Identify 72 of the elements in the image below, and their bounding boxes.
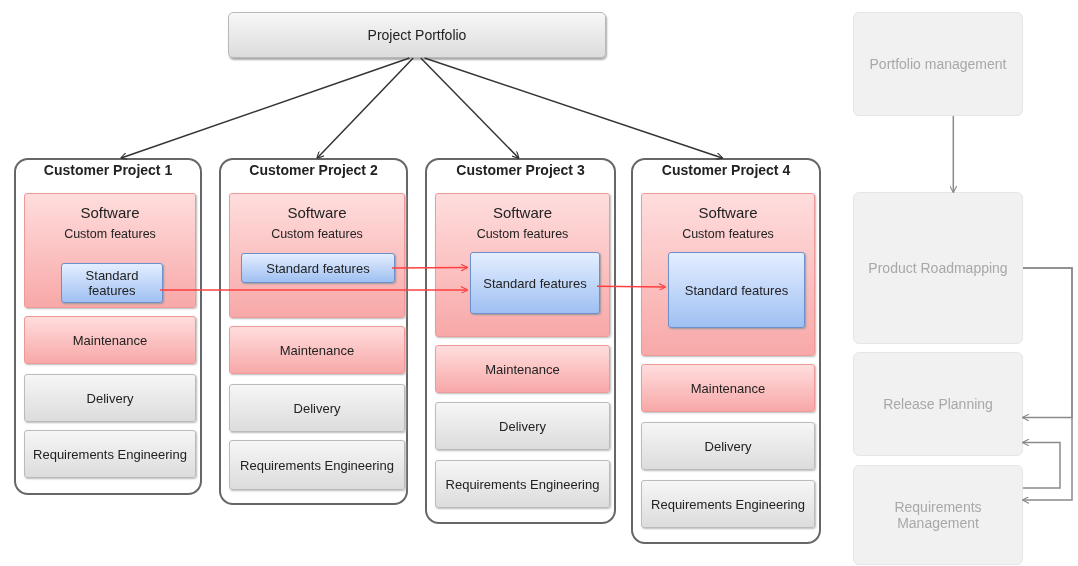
box-heading: Software bbox=[286, 204, 348, 221]
box-label: Portfolio management bbox=[868, 56, 1008, 72]
process-box bbox=[24, 430, 196, 478]
feature-box bbox=[668, 252, 805, 328]
maintenance-box bbox=[641, 364, 815, 412]
arrow bbox=[391, 263, 469, 272]
box-label: Standard features bbox=[265, 260, 371, 276]
arrow bbox=[596, 282, 667, 291]
box-label: Requirements Engineering bbox=[650, 496, 806, 512]
box-label: Standard features bbox=[683, 282, 790, 298]
arrow bbox=[423, 57, 724, 160]
box-label: Maintenance bbox=[689, 380, 767, 396]
box-label: Requirements Engineering bbox=[32, 446, 188, 462]
maintenance-box bbox=[435, 345, 610, 393]
project-heading: Customer Project 4 bbox=[660, 162, 792, 178]
box-label: Release Planning bbox=[882, 396, 994, 412]
box-label: Standard features bbox=[482, 275, 588, 291]
box-heading: Software bbox=[697, 204, 759, 221]
feature-box bbox=[61, 263, 163, 303]
feature-box bbox=[241, 253, 395, 283]
arrow bbox=[119, 57, 411, 160]
project-heading: Customer Project 2 bbox=[248, 162, 379, 178]
box-label: Requirements Management bbox=[893, 499, 983, 531]
process-box bbox=[641, 480, 815, 528]
process-box bbox=[435, 460, 610, 508]
process-box bbox=[853, 192, 1023, 344]
box-subheading: Custom features bbox=[63, 227, 157, 241]
box-subheading: Custom features bbox=[681, 227, 775, 241]
arrow bbox=[1021, 267, 1073, 505]
software-box bbox=[24, 193, 196, 308]
box-subheading: Custom features bbox=[475, 227, 570, 241]
box-label: Delivery bbox=[703, 438, 753, 454]
project-container bbox=[425, 158, 616, 524]
process-box bbox=[853, 12, 1023, 116]
box-subheading: Custom features bbox=[270, 227, 364, 241]
project-heading: Customer Project 3 bbox=[455, 162, 586, 178]
box-heading: Software bbox=[79, 204, 141, 221]
arrow bbox=[159, 285, 469, 294]
arrow bbox=[1021, 438, 1061, 489]
arrow bbox=[316, 57, 414, 160]
box-label: Standard features bbox=[84, 268, 140, 298]
portfolio-box bbox=[228, 12, 606, 58]
box-label: Requirements Engineering bbox=[444, 476, 601, 492]
box-label: Maintenance bbox=[278, 342, 356, 358]
project-container bbox=[631, 158, 821, 544]
process-box bbox=[24, 374, 196, 422]
arrow bbox=[420, 57, 520, 160]
process-box bbox=[641, 422, 815, 470]
software-box bbox=[229, 193, 405, 318]
project-container bbox=[14, 158, 202, 495]
process-box bbox=[229, 440, 405, 490]
box-heading: Software bbox=[491, 204, 554, 221]
arrow bbox=[949, 115, 958, 194]
feature-box bbox=[470, 252, 600, 314]
project-container bbox=[219, 158, 408, 505]
box-label: Product Roadmapping bbox=[867, 260, 1009, 276]
box-label: Maintenance bbox=[71, 332, 149, 348]
box-label: Delivery bbox=[498, 418, 547, 434]
process-box bbox=[853, 352, 1023, 456]
box-label: Maintenance bbox=[484, 361, 561, 377]
maintenance-box bbox=[24, 316, 196, 364]
project-heading: Customer Project 1 bbox=[42, 162, 174, 178]
software-box bbox=[435, 193, 610, 337]
process-box bbox=[853, 465, 1023, 565]
box-label: Delivery bbox=[85, 390, 135, 406]
maintenance-box bbox=[229, 326, 405, 374]
box-label: Delivery bbox=[292, 400, 342, 416]
software-box bbox=[641, 193, 815, 356]
process-box bbox=[435, 402, 610, 450]
box-label: Project Portfolio bbox=[366, 27, 468, 43]
box-label: Requirements Engineering bbox=[239, 457, 395, 473]
process-box bbox=[229, 384, 405, 432]
